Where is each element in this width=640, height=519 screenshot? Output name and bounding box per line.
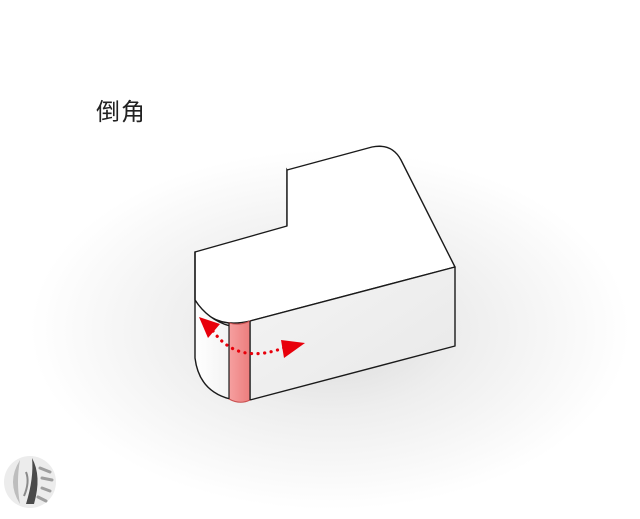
right-arrow-head-icon <box>281 340 305 358</box>
fillet-edge-highlight <box>228 320 251 403</box>
feather-logo-icon <box>4 456 56 508</box>
page-title: 倒角 <box>96 98 146 126</box>
fillet-arc-dotted <box>211 329 288 356</box>
left-arrow-head-icon <box>199 317 220 338</box>
